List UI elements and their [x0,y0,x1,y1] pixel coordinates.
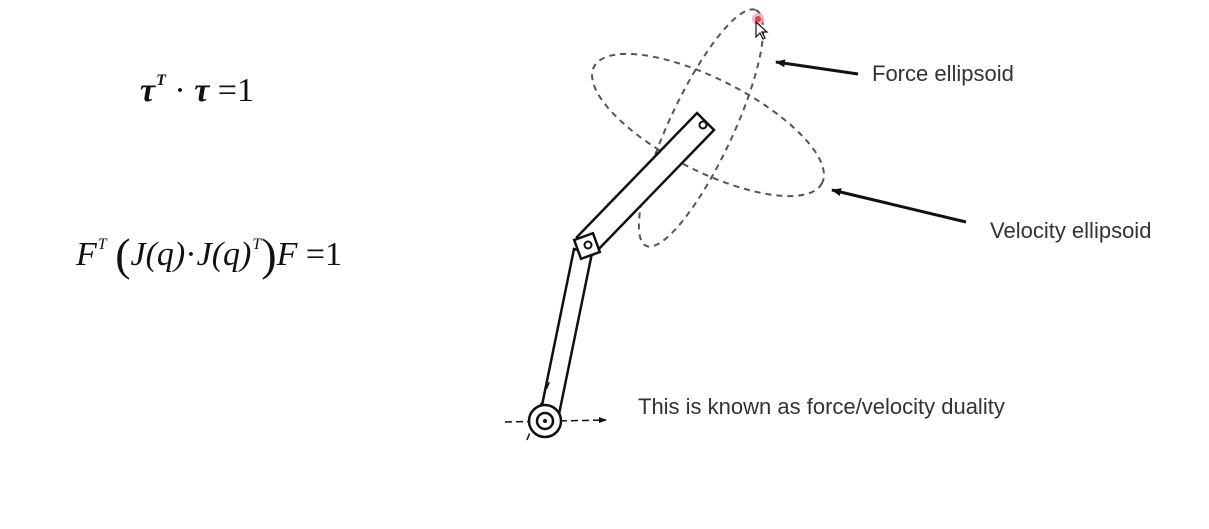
cursor-pointer-icon [755,20,769,40]
end-effector-pin [698,120,708,130]
force-ellipsoid-arrow [775,59,859,76]
force-ellipsoid-equation: FT (J(q)·J(q)T)F =1 [76,232,343,278]
eq2-close-paren: ) [261,229,277,280]
velocity-ellipsoid-arrow [831,188,967,224]
lower-link [537,247,594,426]
base-joint-pin [543,419,547,423]
eq2-equals: = [305,236,326,273]
cursor-dot [755,16,761,22]
eq2-dot: · [185,236,197,273]
eq1-equals: = [217,72,237,109]
velocity-ellipsoid-label: Velocity ellipsoid [990,218,1152,243]
eq1-transpose: T [156,72,166,89]
velocity-ellipsoid [591,52,825,198]
eq2-F-2: F [276,236,298,273]
eq1-tau-2: τ [194,72,210,109]
eq1-dot: · [174,72,186,109]
eq2-transpose-2: T [252,236,262,253]
duality-caption: This is known as force/velocity duality [638,394,1005,419]
eq2-transpose-1: T [97,236,107,253]
eq2-open-paren: ( [115,229,131,280]
upper-link [575,111,716,256]
eq2-J-2: J [196,236,212,273]
eq1-tau: τ [140,72,156,109]
eq2-q-2: (q) [211,236,252,273]
eq2-q: (q) [145,236,186,273]
elbow-joint [572,231,602,261]
force-ellipsoid-label: Force ellipsoid [872,61,1014,86]
eq2-F: F [76,236,97,273]
base-joint-inner [535,411,555,431]
eq2-rhs: 1 [325,236,343,273]
eq1-rhs: 1 [236,72,254,109]
torque-norm-equation: τT · τ =1 [140,72,254,110]
elbow-pin [583,240,593,250]
eq2-J: J [130,236,146,273]
